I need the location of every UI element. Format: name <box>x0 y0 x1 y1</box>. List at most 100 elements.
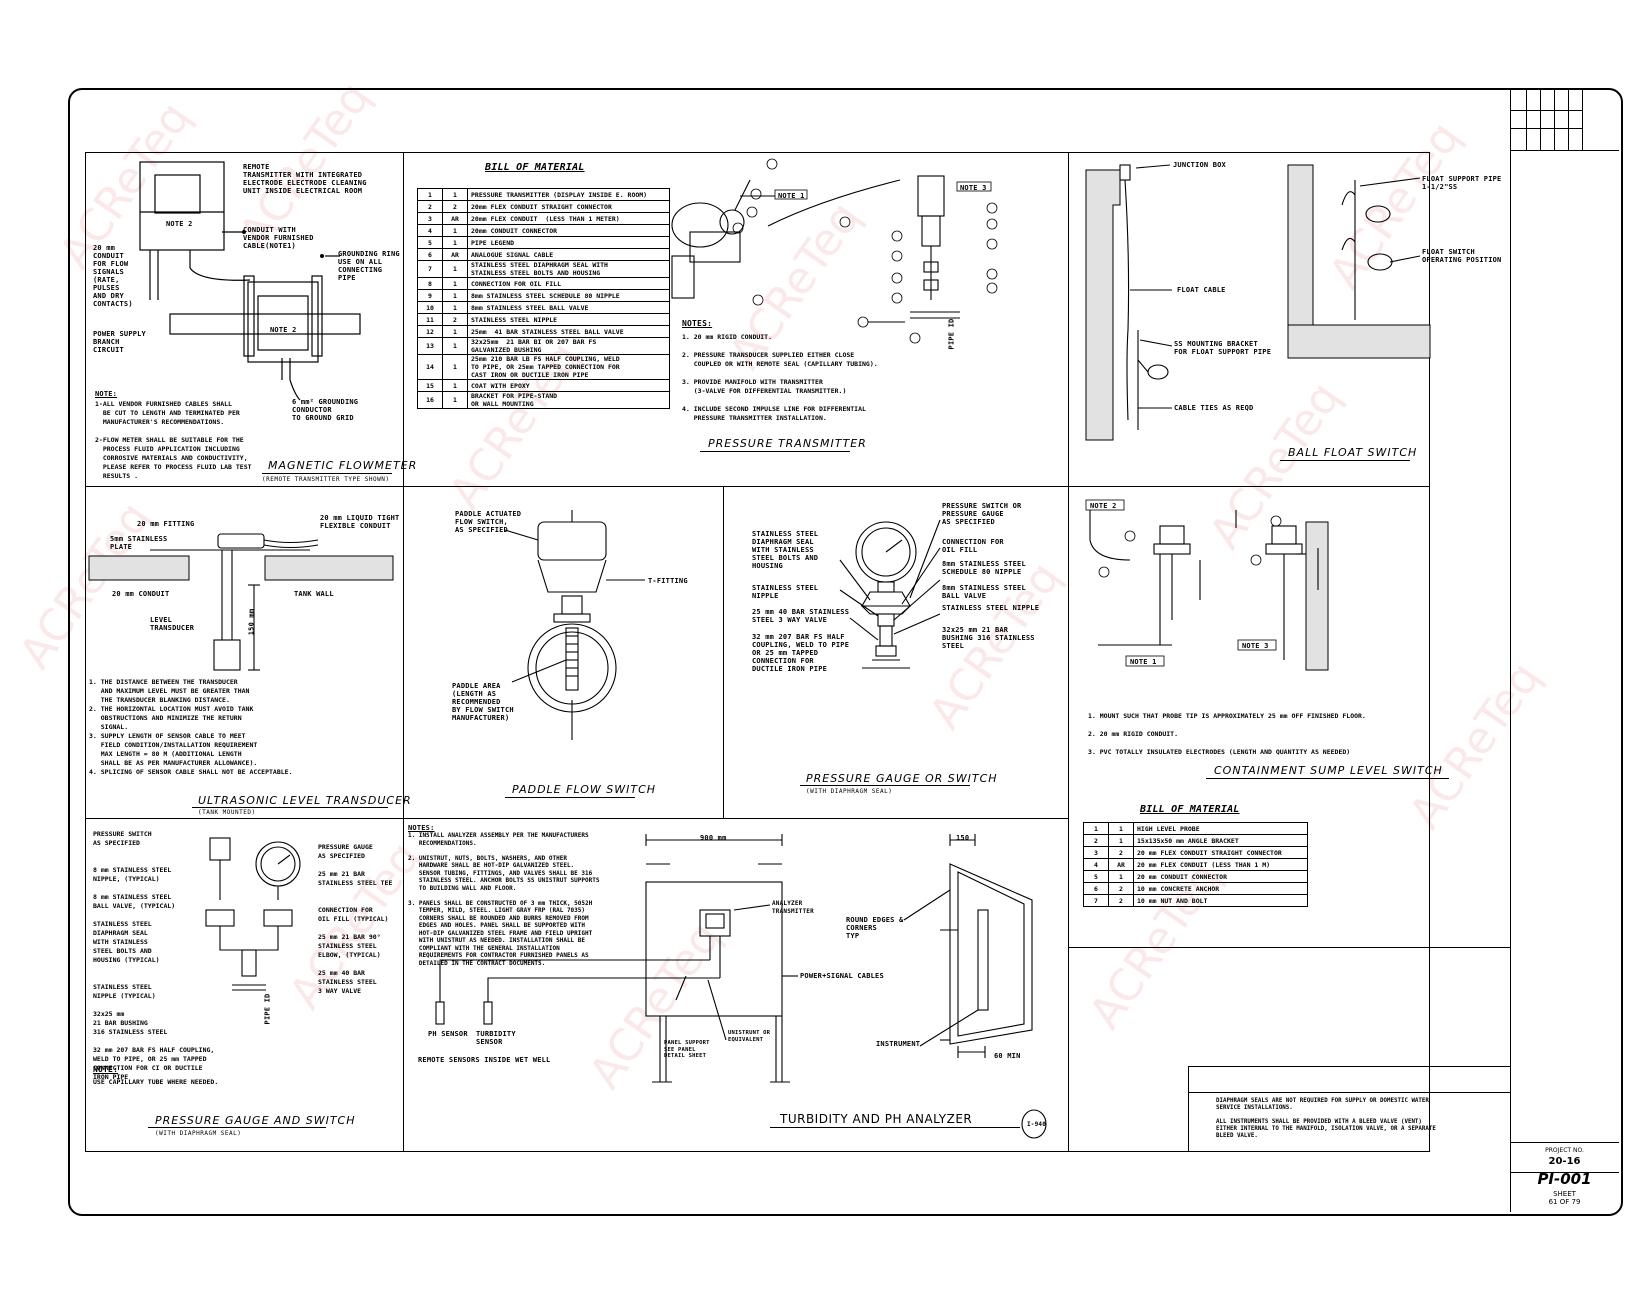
label-level-transducer: LEVEL TRANSDUCER <box>150 616 195 632</box>
bom-description: 8mm STAINLESS STEEL BALL VALVE <box>467 301 670 314</box>
panel-subtitle: (TANK MOUNTED) <box>198 809 256 816</box>
panel-title: PRESSURE GAUGE OR SWITCH <box>806 772 998 785</box>
panel-subtitle: (REMOTE TRANSMITTER TYPE SHOWN) <box>262 476 390 483</box>
sheet-label: SHEET <box>1553 1190 1576 1198</box>
callout-conduit: CONDUIT WITH VENDOR FURNISHED CABLE(NOTE… <box>243 226 314 250</box>
panel-title: CONTAINMENT SUMP LEVEL SWITCH <box>1214 764 1443 777</box>
general-note-text: DIAPHRAGM SEALS ARE NOT REQUIRED FOR SUP… <box>1216 1098 1436 1139</box>
drawing-sheet-border <box>68 88 1623 1216</box>
label-ph-sensor: PH SENSOR <box>428 1030 468 1038</box>
label-support-pipe: FLOAT SUPPORT PIPE 1-1/2"SS <box>1422 175 1502 191</box>
notes-heading: NOTE: <box>95 390 118 398</box>
note-tag: NOTE 2 <box>270 326 297 334</box>
label-ss-nipple: STAINLESS STEEL NIPPLE <box>942 604 1040 612</box>
notes-heading: NOTES: <box>682 319 713 328</box>
label-instrument: INSTRUMENT <box>876 1040 921 1048</box>
bom-description: 10 mm NUT AND BOLT <box>1133 894 1308 907</box>
label-plate: 5mm STAINLESS PLATE <box>110 535 168 551</box>
bom-qty: 1 <box>442 391 468 409</box>
panel-title: TURBIDITY AND PH ANALYZER <box>780 1112 973 1126</box>
label-bracket: SS MOUNTING BRACKET FOR FLOAT SUPPORT PI… <box>1174 340 1272 356</box>
turbidity-notes: 1. INSTALL ANALYZER ASSEMBLY PER THE MAN… <box>408 832 600 967</box>
note-tag: NOTE 3 <box>960 184 987 192</box>
label-3way-valve: 25 mm 40 BAR STAINLESS STEEL 3 WAY VALVE <box>752 608 850 624</box>
label-oil-fill: CONNECTION FOR OIL FILL <box>942 538 1004 554</box>
project-label: PROJECT NO. <box>1545 1147 1584 1154</box>
bom-description: 32x25mm 21 BAR BI OR 207 BAR FS GALVANIZ… <box>467 337 670 355</box>
bom-description: 25mm 210 BAR LB FS HALF COUPLING, WELD T… <box>467 354 670 380</box>
label-remote-sensors: REMOTE SENSORS INSIDE WET WELL <box>418 1056 551 1064</box>
dimension: 900 mm <box>700 834 727 842</box>
flowmeter-notes: 1-ALL VENDOR FURNISHED CABLES SHALL BE C… <box>95 400 252 480</box>
sheet-number: 61 OF 79 <box>1548 1198 1581 1206</box>
label-float-cable: FLOAT CABLE <box>1177 286 1226 294</box>
dimension: 150 <box>956 834 970 842</box>
panel-title: ULTRASONIC LEVEL TRANSDUCER <box>198 794 412 807</box>
label-ball-valve: 8mm STAINLESS STEEL BALL VALVE <box>942 584 1026 600</box>
bom-item-no: 16 <box>417 391 443 409</box>
label-conduit: 20 mm CONDUIT <box>112 590 170 598</box>
label-nipple: STAINLESS STEEL NIPPLE <box>752 584 819 600</box>
notes-heading: NOTE: <box>93 1065 119 1074</box>
note-tag: NOTE 1 <box>778 192 805 200</box>
label-sch80: 8mm STAINLESS STEEL SCHEDULE 80 NIPPLE <box>942 560 1026 576</box>
bom-description: BRACKET FOR PIPE-STAND OR WALL MOUNTING <box>467 391 670 409</box>
callout-remote-transmitter: REMOTE TRANSMITTER WITH INTEGRATED ELECT… <box>243 163 367 195</box>
label-unistrut: UNISTRUNT OR EQUIVALENT <box>728 1030 771 1043</box>
dimension: 60 MIN <box>994 1052 1021 1060</box>
transmitter-notes: 1. 20 mm RIGID CONDUIT. 2. PRESSURE TRAN… <box>682 333 878 422</box>
note-tag: NOTE 1 <box>1130 658 1157 666</box>
notes-heading: NOTES: <box>408 824 435 832</box>
bom-description: 20 mm CONDUIT CONNECTOR <box>1133 870 1308 883</box>
label-bushing: 32x25 mm 21 BAR BUSHING 316 STAINLESS ST… <box>942 626 1035 650</box>
label-fitting: 20 mm FITTING <box>137 520 195 528</box>
label-analyzer: ANALYZER TRANSMITTER <box>772 900 814 915</box>
label-paddle-area: PADDLE AREA (LENGTH AS RECOMMENDED BY FL… <box>452 682 514 722</box>
callout-grounding-ring: GROUNDING RING USE ON ALL CONNECTING PIP… <box>338 250 400 282</box>
panel-subtitle: (WITH DIAPHRAGM SEAL) <box>806 788 893 795</box>
panel-title: PRESSURE GAUGE AND SWITCH <box>155 1114 356 1127</box>
label-diaphragm-seal: STAINLESS STEEL DIAPHRAGM SEAL WITH STAI… <box>752 530 819 570</box>
bom-description: STAINLESS STEEL DIAPHRAGM SEAL WITH STAI… <box>467 260 670 278</box>
label-turbidity-sensor: TURBIDITY SENSOR <box>476 1030 516 1046</box>
note-tag: NOTE 2 <box>166 220 193 228</box>
callout-20mm-conduit: 20 mm CONDUIT FOR FLOW SIGNALS (RATE, PU… <box>93 244 133 308</box>
panel-title: PADDLE FLOW SWITCH <box>512 783 657 796</box>
project-number: 20-16 <box>1548 1156 1581 1167</box>
bom-title: BILL OF MATERIAL <box>485 162 585 173</box>
bom-title: BILL OF MATERIAL <box>1140 804 1240 815</box>
bom-item-no: 7 <box>1083 894 1109 907</box>
label-power-signal: POWER+SIGNAL CABLES <box>800 972 884 980</box>
note-tag: NOTE 2 <box>1090 502 1117 510</box>
containment-notes: 1. MOUNT SUCH THAT PROBE TIP IS APPROXIM… <box>1088 712 1366 756</box>
pg-notes: USE CAPILLARY TUBE WHERE NEEDED. <box>93 1078 219 1086</box>
callout-power-supply: POWER SUPPLY BRANCH CIRCUIT <box>93 330 146 354</box>
panel-title: MAGNETIC FLOWMETER <box>268 459 418 472</box>
pg-left-labels: PRESSURE SWITCH AS SPECIFIED 8 mm STAINL… <box>93 830 215 1081</box>
ultrasonic-notes: 1. THE DISTANCE BETWEEN THE TRANSDUCER A… <box>89 678 293 776</box>
label-panel-support: PANEL SUPPORT SEE PANEL DETAIL SHEET <box>664 1040 710 1059</box>
callout-grounding-conductor: 6 mm² GROUNDING CONDUCTOR TO GROUND GRID <box>292 398 359 422</box>
label-half-coupling: 32 mm 207 BAR FS HALF COUPLING, WELD TO … <box>752 633 850 673</box>
label-t-fitting: T-FITTING <box>648 577 688 585</box>
label-liquid-tight: 20 mm LIQUID TIGHT FLEXIBLE CONDUIT <box>320 514 400 530</box>
label-paddle-actuated: PADDLE ACTUATED FLOW SWITCH, AS SPECIFIE… <box>455 510 522 534</box>
